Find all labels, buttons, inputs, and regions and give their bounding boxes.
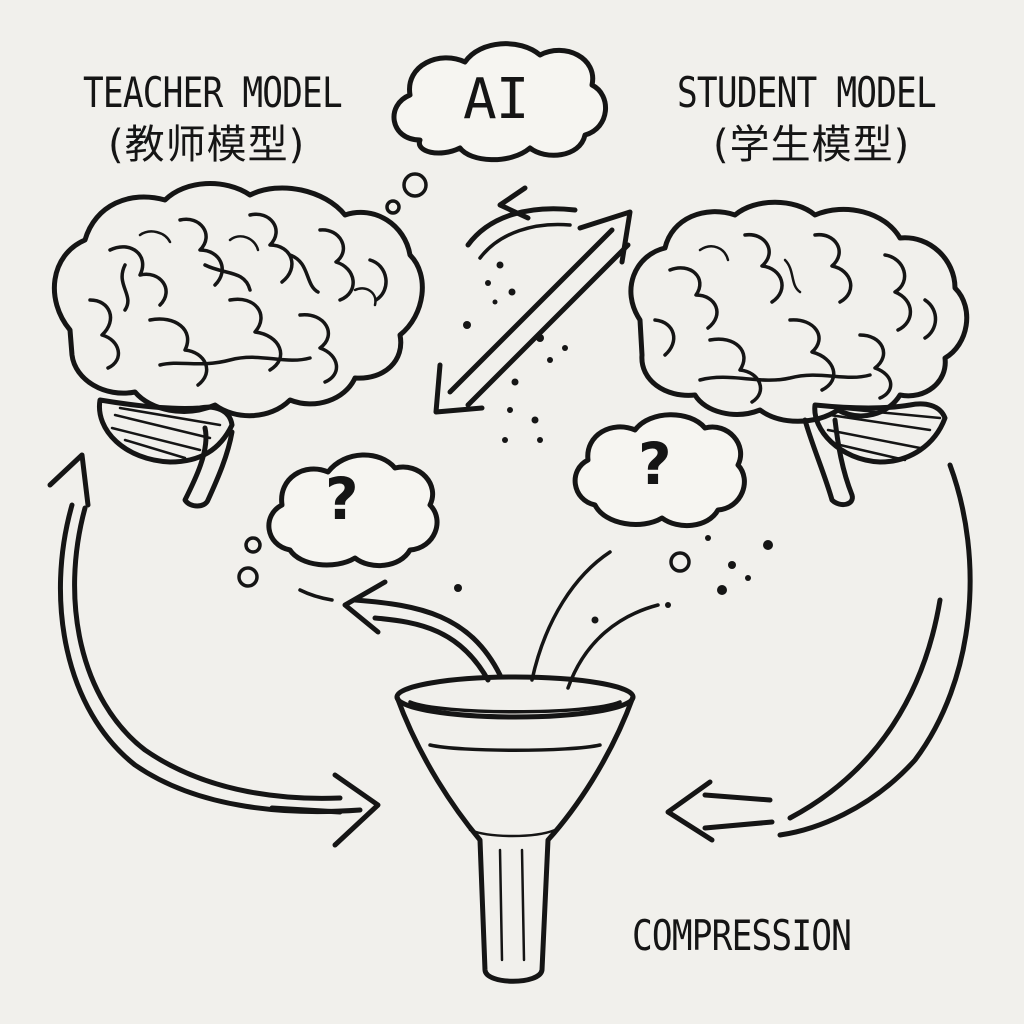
teacher-model-subtitle: (教师模型) bbox=[108, 122, 306, 168]
right-question-cloud bbox=[572, 412, 747, 573]
compression-label: COMPRESSION bbox=[632, 911, 852, 960]
left-loop-arrow bbox=[47, 452, 381, 848]
left-question-mark: ? bbox=[325, 465, 359, 533]
teacher-model-title: TEACHER MODEL bbox=[83, 68, 343, 117]
right-question-mark: ? bbox=[638, 430, 672, 498]
double-arrow-exchange bbox=[433, 185, 633, 415]
ai-cloud-label: AI bbox=[463, 67, 529, 132]
student-model-subtitle: (学生模型) bbox=[713, 122, 911, 168]
student-brain bbox=[628, 199, 970, 508]
funnel-output-arrows bbox=[298, 550, 660, 690]
right-loop-arrow bbox=[665, 462, 973, 843]
teacher-brain bbox=[51, 181, 425, 509]
student-model-title: STUDENT MODEL bbox=[677, 68, 937, 117]
compression-funnel bbox=[394, 674, 636, 984]
particle-dots bbox=[454, 261, 773, 624]
left-question-cloud bbox=[237, 452, 440, 588]
ai-thought-cloud bbox=[385, 41, 608, 215]
